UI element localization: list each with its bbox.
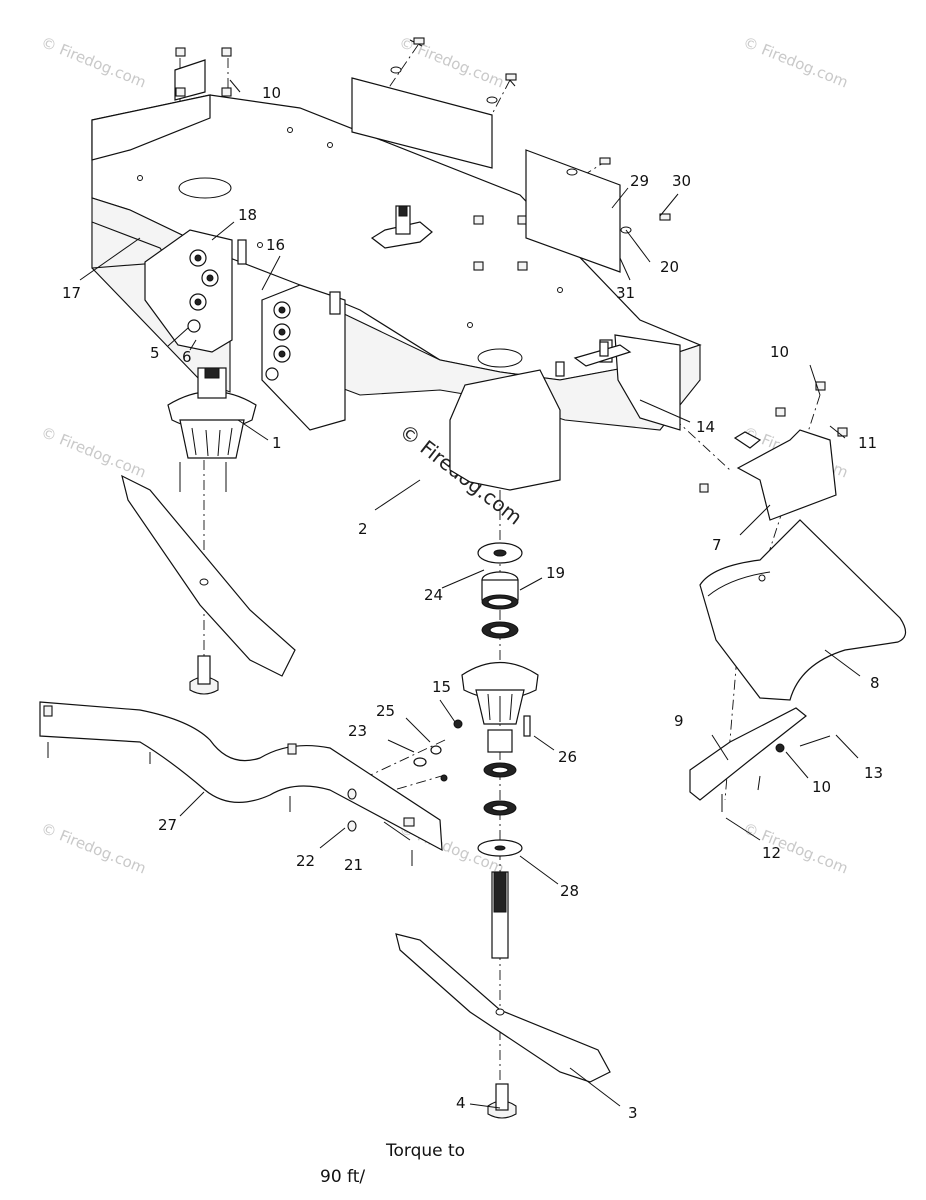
watermark: © Firedog.com bbox=[741, 33, 851, 91]
callout-25: 25 bbox=[376, 702, 395, 720]
callout-18: 18 bbox=[238, 206, 257, 224]
callout-29: 29 bbox=[630, 172, 649, 190]
callout-20: 20 bbox=[660, 258, 679, 276]
discharge-chute bbox=[689, 429, 907, 812]
watermark: © Firedog.com bbox=[741, 819, 851, 877]
callout-6: 6 bbox=[182, 348, 192, 366]
spindle-housing-left bbox=[167, 367, 257, 492]
baffle-left bbox=[39, 701, 448, 866]
watermark: © Firedog.com bbox=[39, 819, 149, 877]
callout-12: 12 bbox=[762, 844, 781, 862]
callout-1: 1 bbox=[272, 434, 282, 452]
callout-17: 17 bbox=[62, 284, 81, 302]
callout-21: 21 bbox=[344, 856, 363, 874]
torque-note-line2: 90 ft/ bbox=[320, 1167, 365, 1187]
callout-8: 8 bbox=[870, 674, 880, 692]
spindle-center-stack bbox=[453, 542, 539, 959]
callout-4: 4 bbox=[456, 1094, 466, 1112]
callout-31: 31 bbox=[616, 284, 635, 302]
callout-10-right: 10 bbox=[770, 343, 789, 361]
callout-10-lower: 10 bbox=[812, 778, 831, 796]
callout-10-top: 10 bbox=[262, 84, 281, 102]
callout-3: 3 bbox=[628, 1104, 638, 1122]
callout-19: 19 bbox=[546, 564, 565, 582]
watermark: © Firedog.com bbox=[39, 33, 149, 91]
callouts: 1 2 3 4 5 6 7 8 9 10 10 10 11 12 13 14 1… bbox=[62, 84, 883, 1122]
hardware-nuts bbox=[175, 47, 848, 437]
callout-30: 30 bbox=[672, 172, 691, 190]
blade-left bbox=[121, 474, 296, 695]
callout-28: 28 bbox=[560, 882, 579, 900]
callout-7: 7 bbox=[712, 536, 722, 554]
callout-27: 27 bbox=[158, 816, 177, 834]
watermark: © Firedog.com bbox=[39, 423, 149, 481]
blade-center bbox=[395, 933, 611, 1119]
callout-5: 5 bbox=[150, 344, 160, 362]
torque-note-line1: Torque to bbox=[385, 1141, 465, 1161]
callout-23: 23 bbox=[348, 722, 367, 740]
callout-2: 2 bbox=[358, 520, 368, 538]
baffle-plates bbox=[351, 37, 671, 273]
callout-26: 26 bbox=[558, 748, 577, 766]
callout-15: 15 bbox=[432, 678, 451, 696]
callout-11: 11 bbox=[858, 434, 877, 452]
spindle-top-center bbox=[370, 205, 433, 249]
callout-24: 24 bbox=[424, 586, 443, 604]
leader-lines bbox=[79, 79, 861, 1109]
deck-right-hardware bbox=[555, 341, 632, 377]
callout-13: 13 bbox=[864, 764, 883, 782]
torque-note: Torque to 90 ft/ bbox=[320, 1141, 465, 1187]
callout-9: 9 bbox=[674, 712, 684, 730]
callout-16: 16 bbox=[266, 236, 285, 254]
callout-22: 22 bbox=[296, 852, 315, 870]
idler-brackets bbox=[144, 229, 613, 431]
callout-14: 14 bbox=[696, 418, 715, 436]
